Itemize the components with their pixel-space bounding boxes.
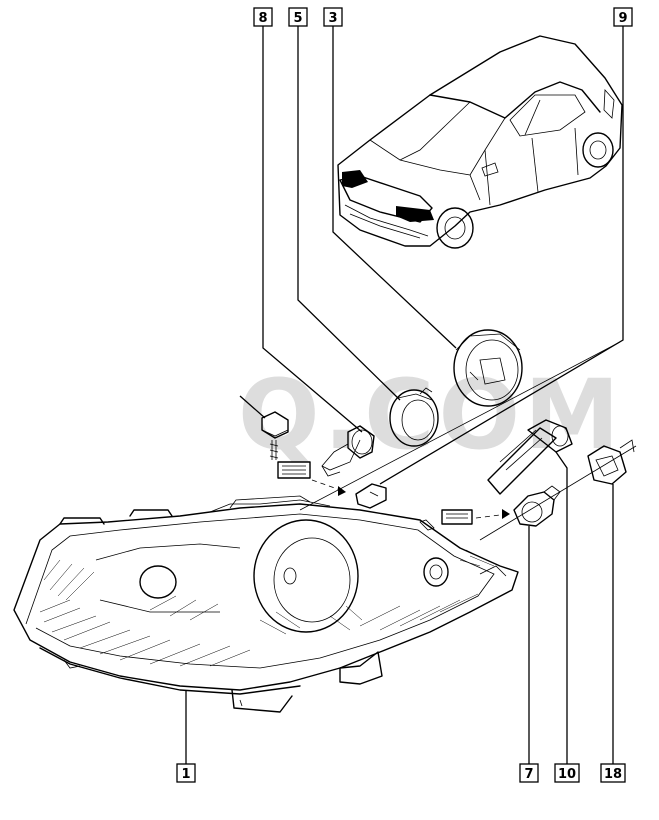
- callout-3: 3: [323, 7, 343, 27]
- side-bulb: [355, 483, 387, 509]
- headlamp-assembly: [13, 495, 519, 713]
- callout-5: 5: [288, 7, 308, 27]
- callout-18: 18: [600, 763, 626, 783]
- callout-9: 9: [613, 7, 633, 27]
- svg-text:7: 7: [524, 767, 533, 782]
- leader-lines: [185, 26, 637, 764]
- callout-1: 1: [176, 763, 196, 783]
- car-illustration: [337, 35, 623, 249]
- svg-text:10: 10: [558, 767, 576, 782]
- headlamp-bulb: [321, 425, 375, 477]
- callout-10: 10: [554, 763, 580, 783]
- cover-cap-ring: [389, 387, 439, 447]
- callout-8: 8: [253, 7, 273, 27]
- screw-icon: [239, 395, 289, 460]
- svg-text:9: 9: [618, 11, 627, 26]
- svg-text:8: 8: [258, 11, 267, 26]
- svg-text:1: 1: [181, 767, 190, 782]
- svg-text:5: 5: [293, 11, 302, 26]
- svg-text:18: 18: [604, 767, 622, 782]
- connector-plate-right: [441, 509, 473, 525]
- long-bulb: [487, 419, 573, 495]
- cover-cap-large: [453, 329, 523, 407]
- svg-text:3: 3: [328, 11, 337, 26]
- connector-plate-left: [277, 461, 311, 479]
- callout-7: 7: [519, 763, 539, 783]
- indicator-bulb: [513, 485, 561, 527]
